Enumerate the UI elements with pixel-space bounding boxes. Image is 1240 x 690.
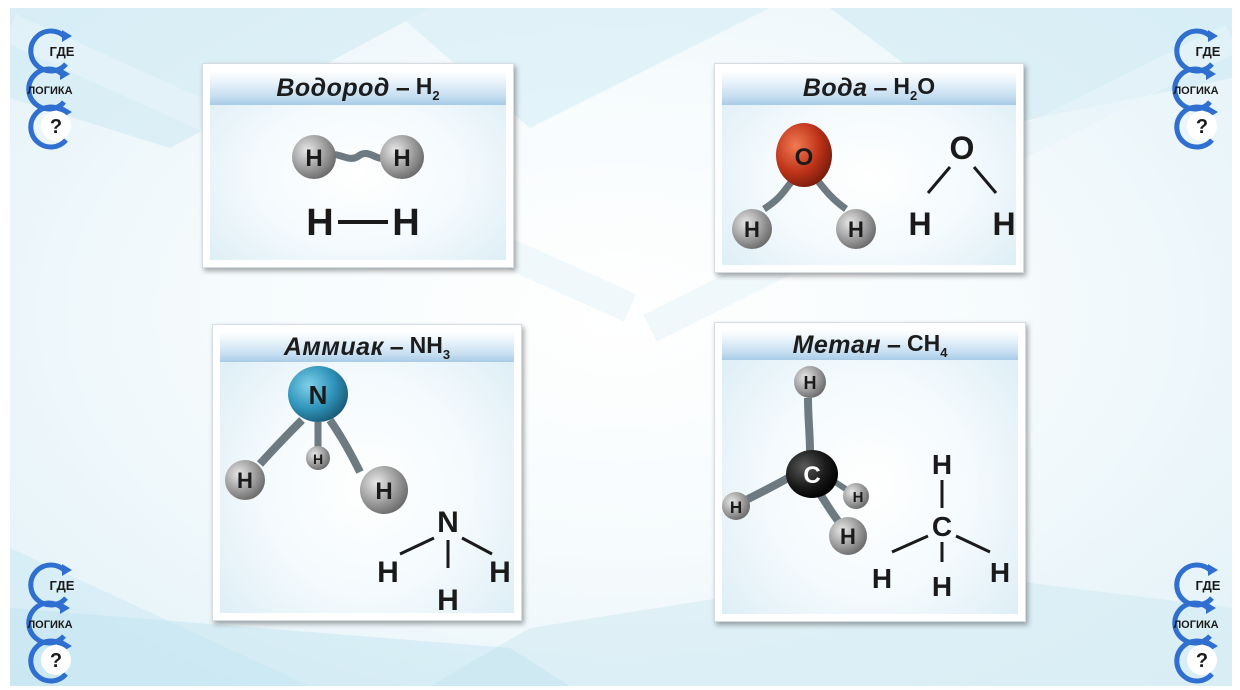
title-dash: – <box>389 332 404 361</box>
svg-text:H: H <box>932 571 952 602</box>
svg-text:H: H <box>237 468 253 493</box>
molecule-formula: H2O <box>893 73 936 103</box>
background-streaks <box>10 8 1232 686</box>
title-dash: – <box>887 330 901 359</box>
hydrogen-atom-ball <box>292 135 336 179</box>
svg-text:H: H <box>313 451 323 467</box>
logo-line3: ? <box>1196 116 1208 138</box>
svg-text:N: N <box>437 506 459 539</box>
logo-line2: ЛОГИКА <box>1173 619 1218 631</box>
svg-text:H: H <box>437 584 459 613</box>
card-ammonia-title: Аммиак – NH3 <box>220 332 514 362</box>
hydrogen-atom-ball <box>380 135 424 179</box>
title-dash: – <box>873 73 888 102</box>
methane-diagram: H C H H H H C H H H <box>722 366 1010 602</box>
logo-line3: ? <box>1196 650 1208 672</box>
logo-line2: ЛОГИКА <box>1173 85 1218 97</box>
hydrogen-atom-ball <box>794 366 826 398</box>
svg-text:H: H <box>804 373 817 393</box>
svg-text:C: C <box>803 462 820 489</box>
svg-text:N: N <box>309 380 328 410</box>
logo-line3: ? <box>50 650 62 672</box>
hydrogen-atom-ball <box>836 209 876 249</box>
carbon-atom-ball <box>786 450 838 498</box>
hydrogen-atom-ball <box>732 209 772 249</box>
logo-top-left: ГДЕ ЛОГИКА ? <box>12 22 88 152</box>
svg-text:O: O <box>795 144 814 171</box>
svg-text:H: H <box>744 217 760 242</box>
slide <box>10 8 1232 686</box>
svg-text:H: H <box>489 556 511 589</box>
svg-text:H: H <box>872 563 892 594</box>
card-hydrogen: Водород – H2 H H H H <box>202 63 514 268</box>
logo-line1: ГДЕ <box>1196 578 1221 593</box>
logo-line3: ? <box>50 116 62 138</box>
card-methane-body: Метан – CH4 H C H H <box>722 330 1018 614</box>
card-water-title: Вода – H2O <box>722 71 1016 105</box>
svg-text:H: H <box>375 478 392 505</box>
svg-text:H: H <box>908 206 931 242</box>
molecule-name: Аммиак <box>283 332 384 361</box>
card-methane-title: Метан – CH4 <box>722 330 1018 360</box>
logo-line2: ЛОГИКА <box>27 619 72 631</box>
hydrogen-atom-ball <box>843 483 869 509</box>
svg-text:H: H <box>393 145 410 172</box>
card-hydrogen-title: Водород – H2 <box>210 71 506 105</box>
oxygen-atom-ball <box>776 123 832 187</box>
molecule-formula: NH3 <box>409 332 451 362</box>
card-methane: Метан – CH4 H C H H <box>714 322 1026 622</box>
hydrogen-atom-ball <box>829 517 867 555</box>
card-water: Вода – H2O O H H O H <box>714 63 1024 273</box>
title-dash: – <box>395 73 410 102</box>
svg-text:H: H <box>377 556 399 589</box>
card-ammonia: Аммиак – NH3 N H H H N <box>212 324 522 621</box>
hydrogen-atom-ball <box>360 466 408 514</box>
molecule-formula: H2 <box>415 73 440 103</box>
svg-text:H: H <box>840 524 856 549</box>
svg-text:H: H <box>306 202 333 244</box>
logo-bottom-right: ГДЕ ЛОГИКА ? <box>1158 556 1234 686</box>
molecule-name: Водород <box>276 73 390 102</box>
svg-text:O: O <box>950 130 975 166</box>
hydrogen-atom-ball <box>722 492 750 520</box>
logo-line1: ГДЕ <box>50 44 75 59</box>
card-hydrogen-body: Водород – H2 H H H H <box>210 71 506 260</box>
svg-text:H: H <box>848 217 864 242</box>
svg-text:H: H <box>730 498 742 517</box>
water-diagram: O H H O H H <box>732 123 1016 249</box>
logo-line2: ЛОГИКА <box>27 85 72 97</box>
hydrogen-atom-ball <box>306 446 330 470</box>
svg-text:H: H <box>990 557 1010 588</box>
logo-line1: ГДЕ <box>1196 44 1221 59</box>
svg-text:H: H <box>932 449 952 480</box>
hydrogen-diagram: H H H H <box>292 135 424 244</box>
nitrogen-atom-ball <box>288 366 348 422</box>
svg-text:C: C <box>932 511 952 542</box>
svg-text:H: H <box>992 206 1015 242</box>
card-water-body: Вода – H2O O H H O H <box>722 71 1016 265</box>
molecule-name: Вода <box>802 73 868 102</box>
logo-line1: ГДЕ <box>50 578 75 593</box>
molecule-name: Метан <box>792 330 882 359</box>
svg-text:H: H <box>392 202 419 244</box>
hydrogen-atom-ball <box>225 460 265 500</box>
molecule-formula: CH4 <box>906 330 948 360</box>
card-ammonia-body: Аммиак – NH3 N H H H N <box>220 332 514 613</box>
logo-top-right: ГДЕ ЛОГИКА ? <box>1158 22 1234 152</box>
svg-text:H: H <box>305 145 322 172</box>
logo-bottom-left: ГДЕ ЛОГИКА ? <box>12 556 88 686</box>
svg-text:H: H <box>853 489 864 506</box>
ammonia-diagram: N H H H N H H H <box>225 366 511 613</box>
